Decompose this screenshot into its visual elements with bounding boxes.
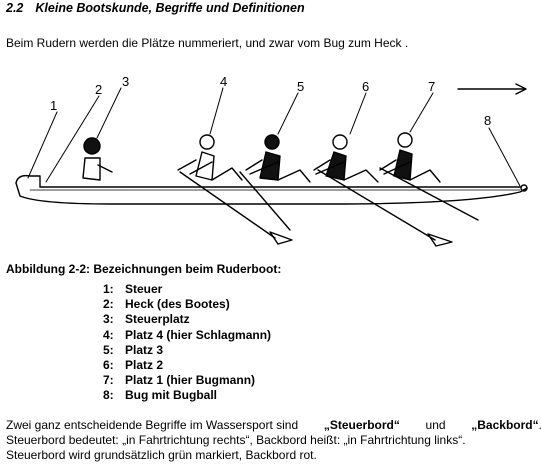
paragraph-text: und [425,418,446,432]
figure-label: 5 [297,79,304,94]
rower-figure [379,132,441,183]
list-item: 5: Platz 3 [103,343,271,358]
cox-figure [82,137,113,181]
bugball-icon [520,184,528,192]
legend-number: 5: [103,342,114,357]
figure-label: 6 [362,79,369,94]
paragraph-line: Zwei ganz entscheidende Begriffe im Wass… [6,418,541,433]
boat-hull [15,174,528,205]
legend-text: Platz 1 (hier Bugmann) [125,373,256,388]
legend-text: Platz 2 [125,358,164,373]
legend-text: Bug mit Bugball [125,388,217,403]
legend-text: Heck (des Bootes) [125,297,230,312]
paragraph-line: Steuerbord wird grundsätzlich grün marki… [6,448,317,462]
paragraph-text: Zwei ganz entscheidende Begriffe im Wass… [6,418,299,432]
intro-text: Beim Rudern werden die Plätze nummeriert… [6,36,409,50]
oars [179,167,479,247]
list-item: 7: Platz 1 (hier Bugmann) [103,373,271,388]
figure-label: 8 [484,113,491,128]
legend-number: 2: [103,297,114,312]
legend-text: Platz 3 [125,342,164,357]
figure-label: 4 [220,74,227,89]
rower-figure [313,134,379,183]
figure-caption: Abbildung 2-2: Bezeichnungen beim Ruderb… [6,262,282,276]
legend-number: 7: [103,373,114,388]
legend-text: Steuer [125,282,163,296]
list-item: 3: Steuerplatz [103,312,271,327]
legend-number: 3: [103,312,114,327]
list-item: 2: Heck (des Bootes) [103,297,271,312]
paragraph-line: Steuerbord bedeutet: „in Fahrtrichtung r… [6,433,466,447]
legend-list: 1: Steuer 2: Heck (des Bootes) 3: Steuerpla… [103,282,271,404]
term-steuerbord: „Steuerbord“ [323,418,400,432]
rower-figure [177,134,243,181]
legend-number: 1: [103,282,114,296]
rowing-boat-illustration: 1 2 3 4 5 6 7 8 [15,74,528,247]
legend-number: 8: [103,388,114,403]
figure-label: 1 [50,98,57,113]
legend-number: 6: [103,358,114,373]
rower-figure [245,134,311,183]
section-number: 2.2 [6,1,24,15]
legend-number: 4: [103,327,114,342]
paragraph-text: . [539,418,541,432]
figure-label: 2 [95,82,102,97]
direction-arrow-icon [457,83,527,95]
label-leader-lines [27,87,521,187]
section-title: Kleine Bootskunde, Begriffe und Definiti… [35,1,305,15]
figure-label: 7 [428,79,435,94]
figure-label: 3 [122,74,129,89]
legend-text: Platz 4 (hier Schlagmann) [125,327,272,342]
section-heading: 2.2 Kleine Bootskunde, Begriffe und Defin… [6,1,305,15]
list-item: 1: Steuer [103,282,271,297]
list-item: 6: Platz 2 [103,358,271,373]
legend-text: Steuerplatz [125,312,190,327]
list-item: 4: Platz 4 (hier Schlagmann) [103,328,271,343]
list-item: 8: Bug mit Bugball [103,388,271,403]
term-backbord: „Backbord“ [471,418,539,432]
terms-paragraph: Zwei ganz entscheidende Begriffe im Wass… [6,418,541,463]
